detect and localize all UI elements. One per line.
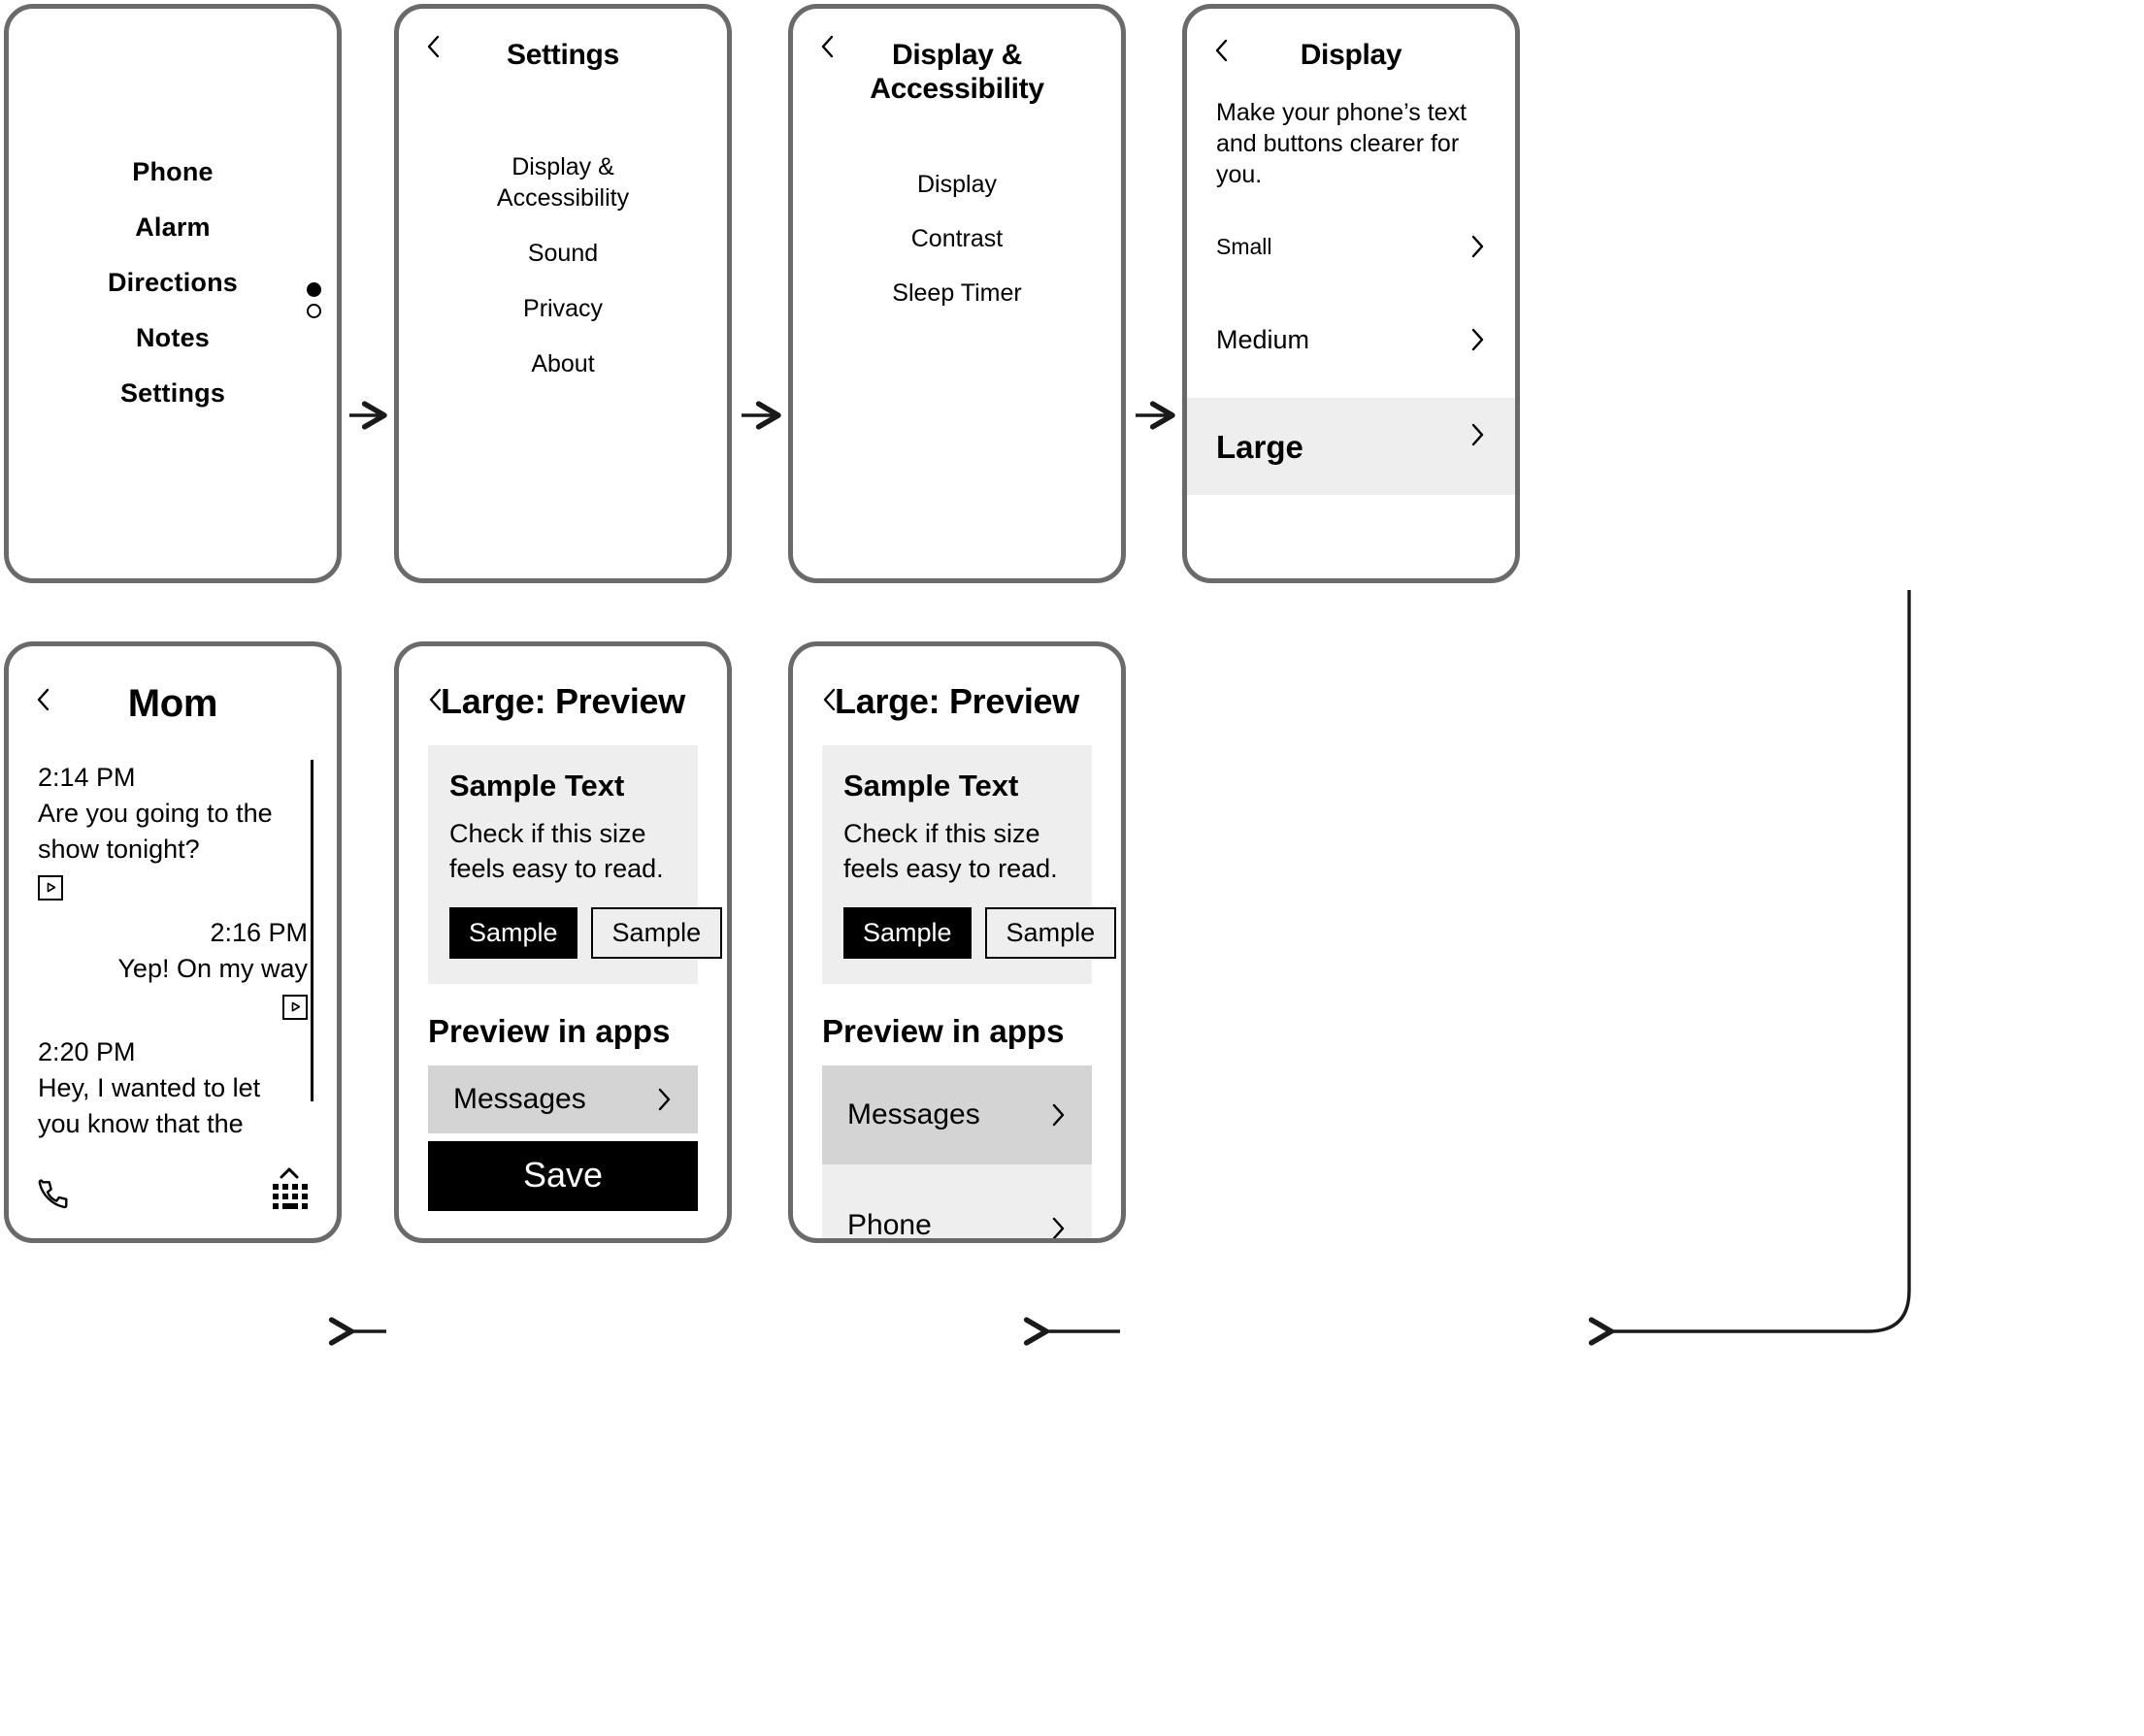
display-size-option-medium[interactable]: Medium xyxy=(1187,307,1515,373)
preview-a-header: Large: Preview xyxy=(399,646,727,722)
screen-display: Display Make your phone’s text and butto… xyxy=(1182,4,1520,583)
settings-item-display-accessibility[interactable]: Display & Accessibility xyxy=(496,153,630,212)
chevron-left-icon[interactable] xyxy=(36,687,51,712)
page-dot-active-icon xyxy=(307,282,321,297)
messages-title: Mom xyxy=(127,682,218,725)
keyboard-icon[interactable] xyxy=(267,1167,312,1219)
settings-item-sound[interactable]: Sound xyxy=(527,239,599,267)
message-text: Are you going to the show tonight? xyxy=(38,799,273,865)
message-text: Yep! On my way xyxy=(117,954,308,984)
screen-display-accessibility: Display & Accessibility Display Contrast… xyxy=(788,4,1126,583)
settings-header: Settings xyxy=(399,9,727,72)
play-audio-icon[interactable] xyxy=(282,994,308,1020)
settings-item-about[interactable]: About xyxy=(531,350,595,378)
home-app-settings[interactable]: Settings xyxy=(119,378,226,408)
chevron-left-icon[interactable] xyxy=(822,687,838,712)
preview-a-section-heading: Preview in apps xyxy=(428,1012,671,1049)
preview-b-section-heading: Preview in apps xyxy=(822,1012,1065,1049)
settings-title: Settings xyxy=(507,39,619,71)
chevron-left-icon[interactable] xyxy=(428,687,444,712)
thread-scrollbar[interactable] xyxy=(311,760,313,1102)
chevron-right-icon xyxy=(1050,1215,1067,1238)
display-description: Make your phone’s text and buttons clear… xyxy=(1216,99,1468,189)
display-title: Display xyxy=(1300,39,1402,71)
messages-header: Mom xyxy=(9,646,337,727)
da-item-contrast[interactable]: Contrast xyxy=(910,224,1004,252)
preview-a-title: Large: Preview xyxy=(441,681,685,721)
sample-card-heading: Sample Text xyxy=(843,769,1019,803)
home-app-phone[interactable]: Phone xyxy=(132,157,214,186)
messages-footer xyxy=(9,1167,337,1219)
phone-call-icon[interactable] xyxy=(34,1175,73,1219)
play-audio-icon[interactable] xyxy=(38,874,63,901)
message-thread: 2:14 PM Are you going to the show tonigh… xyxy=(38,760,313,1142)
sample-secondary-button[interactable]: Sample xyxy=(984,906,1117,959)
display-size-small-label: Small xyxy=(1216,233,1272,259)
settings-item-privacy[interactable]: Privacy xyxy=(523,295,603,323)
display-accessibility-header: Display & Accessibility xyxy=(793,9,1121,107)
preview-b-header: Large: Preview xyxy=(793,646,1121,722)
home-app-directions[interactable]: Directions xyxy=(107,268,239,297)
da-item-display[interactable]: Display xyxy=(917,170,997,198)
page-dot-inactive-icon xyxy=(307,304,321,318)
display-size-large-label: Large xyxy=(1216,428,1303,465)
preview-app-row-messages[interactable]: Messages xyxy=(822,1065,1092,1164)
display-size-option-small[interactable]: Small xyxy=(1187,213,1515,279)
chevron-right-icon xyxy=(1469,326,1486,353)
preview-app-label: Messages xyxy=(847,1097,980,1130)
chevron-right-icon xyxy=(1050,1101,1067,1129)
message-text: Hey, I wanted to let you know that the xyxy=(38,1073,261,1139)
preview-a-sample-card: Sample Text Check if this size feels eas… xyxy=(428,745,723,984)
display-header: Display xyxy=(1187,9,1515,72)
chevron-right-icon xyxy=(656,1086,673,1113)
message-timestamp: 2:16 PM xyxy=(210,918,308,948)
preview-app-row-messages[interactable]: Messages xyxy=(428,1065,698,1133)
sample-primary-button[interactable]: Sample xyxy=(843,906,972,959)
screen-large-preview-a: Large: Preview Sample Text Check if this… xyxy=(394,641,732,1243)
message-bubble: 2:14 PM Are you going to the show tonigh… xyxy=(38,760,308,903)
preview-app-row-phone[interactable]: Phone xyxy=(822,1163,1092,1241)
home-app-list: Phone Alarm Directions Notes Settings xyxy=(9,145,337,421)
message-bubble: 2:16 PM Yep! On my way xyxy=(38,915,308,1023)
display-size-medium-label: Medium xyxy=(1216,324,1310,354)
screen-messages-mom: Mom 2:14 PM Are you going to the show to… xyxy=(4,641,342,1243)
save-button[interactable]: Save xyxy=(428,1140,698,1211)
preview-b-sample-card: Sample Text Check if this size feels eas… xyxy=(822,745,1117,984)
display-accessibility-menu: Display Contrast Sleep Timer xyxy=(793,157,1121,320)
sample-primary-button[interactable]: Sample xyxy=(449,906,577,959)
chevron-left-icon[interactable] xyxy=(426,34,442,59)
preview-app-label: Messages xyxy=(453,1082,586,1115)
sample-card-buttons: Sample Sample xyxy=(449,906,723,959)
screen-home: Phone Alarm Directions Notes Settings xyxy=(4,4,342,583)
preview-a-app-list: Messages xyxy=(399,1065,727,1133)
sample-card-heading: Sample Text xyxy=(449,769,625,803)
display-size-option-large[interactable]: Large xyxy=(1187,398,1515,496)
preview-app-label: Phone xyxy=(847,1208,932,1241)
settings-menu: Display & Accessibility Sound Privacy Ab… xyxy=(399,140,727,392)
sample-card-body: Check if this size feels easy to read. xyxy=(449,819,664,883)
page-indicator[interactable] xyxy=(307,282,321,318)
da-item-sleep-timer[interactable]: Sleep Timer xyxy=(892,278,1022,307)
screen-settings: Settings Display & Accessibility Sound P… xyxy=(394,4,732,583)
chevron-left-icon[interactable] xyxy=(820,34,836,59)
preview-b-app-list: Messages Phone xyxy=(793,1065,1121,1241)
sample-secondary-button[interactable]: Sample xyxy=(590,906,723,959)
screen-large-preview-b: Large: Preview Sample Text Check if this… xyxy=(788,641,1126,1243)
home-app-alarm[interactable]: Alarm xyxy=(135,213,211,242)
chevron-right-icon xyxy=(1469,233,1486,260)
message-timestamp: 2:14 PM xyxy=(38,763,136,793)
display-size-options: Small Medium Large xyxy=(1187,213,1515,496)
display-accessibility-title: Display & Accessibility xyxy=(870,39,1044,106)
sample-card-buttons: Sample Sample xyxy=(843,906,1117,959)
connector-display-to-preview-b xyxy=(1588,590,1911,1346)
home-app-notes[interactable]: Notes xyxy=(135,323,210,352)
message-bubble: 2:20 PM Hey, I wanted to let you know th… xyxy=(38,1034,308,1142)
message-timestamp: 2:20 PM xyxy=(38,1037,136,1067)
chevron-left-icon[interactable] xyxy=(1214,38,1230,63)
preview-b-title: Large: Preview xyxy=(835,681,1079,721)
chevron-right-icon xyxy=(1469,421,1486,448)
sample-card-body: Check if this size feels easy to read. xyxy=(843,819,1058,883)
